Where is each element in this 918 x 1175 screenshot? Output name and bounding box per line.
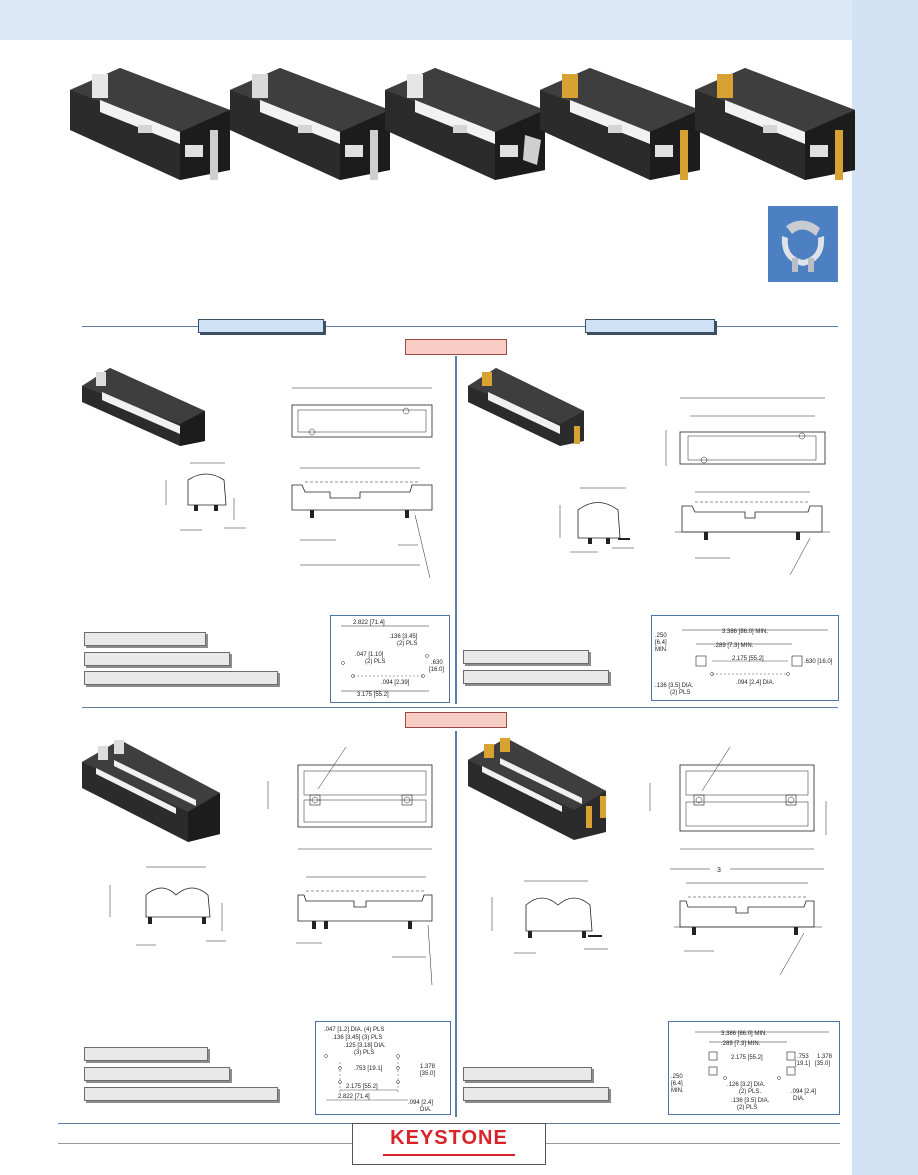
- right-sidebar-strip: [852, 0, 918, 1175]
- single-holder-photo: [82, 368, 205, 446]
- dim-a4: (2) PLS: [365, 659, 385, 665]
- dim-d7: [35.0]: [815, 1061, 830, 1067]
- holder-photo-4: [540, 68, 700, 180]
- dim-c4: (3) PLS: [354, 1050, 374, 1056]
- single-holder-pc-drawing: [559, 397, 830, 576]
- dual-holder-photo: [82, 740, 220, 842]
- dim-d9: [6.4]: [671, 1081, 683, 1087]
- dim-a7: [16.0]: [429, 667, 444, 673]
- brand-name: KEYSTONE: [390, 1127, 508, 1149]
- pcb-layout-dual-left: .047 [1.2] DIA. (4) PLS .136 [3.45] (3) …: [315, 1021, 451, 1115]
- dim-a6: .630: [431, 660, 443, 666]
- footer-logo-box: KEYSTONE: [352, 1123, 546, 1165]
- part-number-box-4: [463, 650, 589, 664]
- column-divider-1: [455, 356, 457, 704]
- dim-c1: .047 [1.2] DIA. (4) PLS: [324, 1027, 384, 1033]
- part-number-box-10: [463, 1087, 609, 1101]
- dim-c11: DIA.: [420, 1107, 432, 1113]
- logo-underline: [383, 1154, 515, 1156]
- dual-holder-pc-drawing: 3: [491, 746, 827, 976]
- left-column-tag: [198, 319, 324, 333]
- section-divider-top: [82, 326, 838, 327]
- part-number-box-7: [84, 1067, 230, 1081]
- dim-d14: DIA.: [793, 1096, 805, 1102]
- dim-d13: .094 [2.4]: [791, 1089, 816, 1095]
- dim-d12: (2) PLS.: [739, 1089, 761, 1095]
- part-number-box-3: [84, 671, 278, 685]
- dim-a3: .047 [1.10]: [355, 652, 384, 658]
- dim-b1: 3.386 [86.0] MIN.: [722, 629, 768, 635]
- dim-a9: 3.175 [55.2]: [357, 692, 389, 698]
- dim-c6: 1.378: [420, 1064, 436, 1070]
- dim-d15: .136 [3.5] DIA.: [731, 1098, 770, 1104]
- battery-clip-photo: [768, 206, 838, 282]
- single-cell-tag: [405, 339, 507, 355]
- dual-holder-pc-photo: [468, 738, 606, 840]
- dim-c2: .136 [3.45] (3) PLS: [332, 1035, 382, 1041]
- part-number-box-2: [84, 652, 230, 666]
- dimension-3-label: 3: [717, 867, 721, 874]
- dim-a2: (2) PLS: [397, 641, 417, 647]
- keystone-logo: KEYSTONE: [353, 1127, 545, 1156]
- top-product-photos: [70, 68, 855, 180]
- column-divider-2: [455, 731, 457, 1117]
- dim-d11: .126 [3.2] DIA.: [727, 1082, 766, 1088]
- dim-a1: .136 [3.45]: [389, 634, 418, 640]
- right-column-tag: [585, 319, 715, 333]
- section-divider-middle: [82, 707, 838, 708]
- dim-c9: 2.822 [71.4]: [338, 1094, 370, 1100]
- single-holder-pc-photo: [468, 368, 584, 446]
- dim-c3: .125 [3.18] DIA.: [344, 1043, 386, 1049]
- dual-holder-drawing: [109, 746, 433, 985]
- dim-c5: .753 [19.1]: [354, 1066, 383, 1072]
- dim-d3: 2.175 [55.2]: [731, 1055, 763, 1061]
- dim-d4: .753: [797, 1054, 809, 1060]
- dim-b5: MIN.: [655, 647, 668, 653]
- dim-d2: .289 [7.3] MIN.: [721, 1041, 761, 1047]
- holder-photo-1: [70, 68, 230, 180]
- holder-photo-5: [695, 68, 855, 180]
- dim-d8: .250: [671, 1074, 683, 1080]
- dim-b3: .250: [655, 633, 667, 639]
- dim-b8: .136 [3.5] DIA.: [655, 683, 694, 689]
- part-number-box-9: [463, 1067, 592, 1081]
- dim-d10: MIN.: [671, 1088, 684, 1094]
- dim-d1: 3.386 [86.0] MIN.: [721, 1031, 767, 1037]
- dim-d6: 1.378: [817, 1054, 833, 1060]
- dim-b2: .289 [7.3] MIN.: [714, 643, 754, 649]
- dim-c10: .094 [2.4]: [408, 1100, 433, 1106]
- dim-b10: .094 [2.4] DIA.: [736, 680, 775, 686]
- dim-b6: 2.175 [55.2]: [732, 656, 764, 662]
- dual-cell-tag: [405, 712, 507, 728]
- holder-photo-3: [385, 68, 545, 180]
- dim-d16: (2) PLS: [737, 1105, 757, 1111]
- dim-d5: [19.1]: [795, 1061, 810, 1067]
- pcb-layout-single-right: 3.386 [86.0] MIN. .289 [7.3] MIN. .250 […: [651, 615, 839, 701]
- dim-a8: .094 [2.39]: [381, 680, 410, 686]
- dim-a5: 2.822 [71.4]: [353, 620, 385, 626]
- dim-c8: 2.175 [55.2]: [346, 1084, 378, 1090]
- pcb-layout-dual-right: 3.386 [86.0] MIN. .289 [7.3] MIN. 2.175 …: [668, 1021, 840, 1115]
- pcb-layout-single-left: 2.822 [71.4] .136 [3.45] (2) PLS .047 [1…: [330, 615, 450, 703]
- dim-b9: (2) PLS: [670, 690, 690, 696]
- part-number-box-6: [84, 1047, 208, 1061]
- holder-photo-2: [230, 68, 390, 180]
- dim-b7: .630 [16.0]: [804, 659, 833, 665]
- part-number-box-1: [84, 632, 206, 646]
- top-band: [0, 0, 852, 40]
- battery-clip-icon: [781, 220, 825, 272]
- part-number-box-5: [463, 670, 609, 684]
- dim-c7: [35.0]: [420, 1071, 435, 1077]
- single-holder-drawing: [165, 387, 433, 579]
- part-number-box-8: [84, 1087, 278, 1101]
- dim-b4: [6.4]: [655, 640, 667, 646]
